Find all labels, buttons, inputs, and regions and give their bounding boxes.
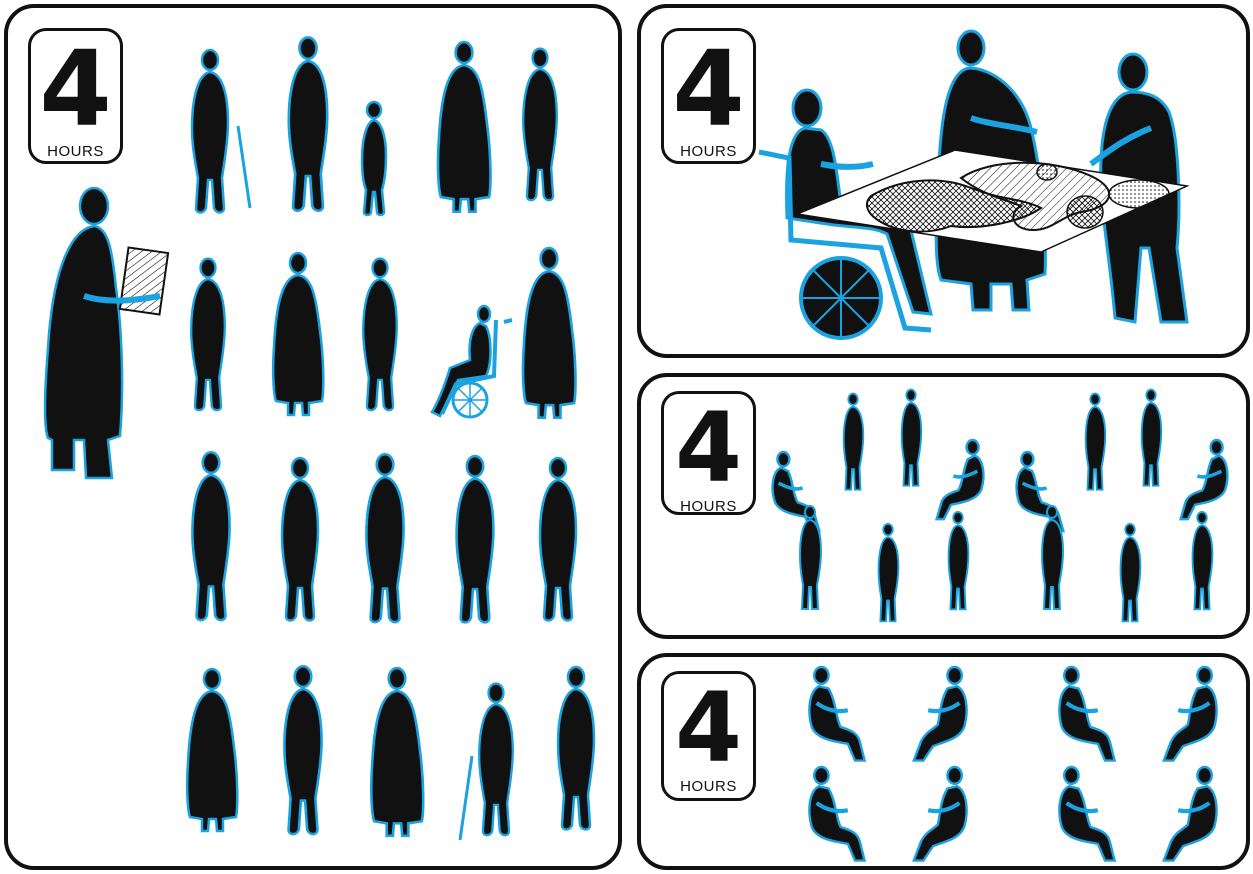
- person-robe: [523, 248, 576, 418]
- child-standing: [362, 102, 386, 215]
- panel-map-discussion: 4 HOURS: [637, 4, 1250, 358]
- person-standing: [192, 452, 229, 620]
- seated-person: [773, 452, 820, 531]
- panel-mixed-group: 4 HOURS: [637, 373, 1250, 639]
- person-standing: [523, 49, 557, 201]
- person-with-cane: [479, 684, 513, 836]
- seated-person: [1164, 767, 1217, 861]
- seated-person: [937, 440, 984, 519]
- person-robe: [273, 253, 323, 415]
- person-standing: [1193, 512, 1213, 609]
- mixed-group-illustration: [641, 377, 1253, 643]
- person-robe: [187, 669, 237, 831]
- panel-standing-crowd: 4 HOURS: [4, 4, 622, 870]
- panel-seated-groups: 4 HOURS: [637, 653, 1250, 870]
- person-standing: [902, 390, 922, 486]
- person-standing: [191, 259, 225, 411]
- person-standing: [1121, 524, 1141, 621]
- person-standing: [282, 458, 318, 621]
- person-with-cane: [192, 50, 228, 213]
- crowd-illustration: [8, 8, 626, 874]
- person-standing: [363, 259, 397, 411]
- person-standing: [879, 524, 899, 621]
- person-standing: [366, 454, 403, 622]
- person-standing: [558, 667, 594, 830]
- person-standing: [457, 456, 494, 622]
- presenter-figure: [45, 188, 168, 478]
- person-standing: [949, 512, 969, 609]
- people-group: [45, 37, 594, 840]
- person-wheelchair: [432, 306, 512, 417]
- seated-person: [809, 667, 864, 761]
- person-standing: [844, 394, 864, 490]
- person-standing: [1086, 394, 1106, 490]
- seated-person: [914, 667, 967, 761]
- person-standing: [1142, 390, 1162, 486]
- seated-person: [1164, 667, 1217, 761]
- map-discussion-illustration: [641, 8, 1253, 362]
- person-robe: [371, 668, 423, 836]
- seated-person: [1059, 767, 1114, 861]
- person-standing: [289, 37, 327, 210]
- seated-person: [1059, 667, 1114, 761]
- seated-person: [1017, 452, 1064, 531]
- person-robe: [438, 42, 491, 212]
- seated-person: [809, 767, 864, 861]
- person-standing: [284, 666, 321, 834]
- seated-groups-illustration: [641, 657, 1253, 874]
- seated-person: [1181, 440, 1228, 519]
- seated-person: [914, 767, 967, 861]
- person-standing: [540, 458, 576, 621]
